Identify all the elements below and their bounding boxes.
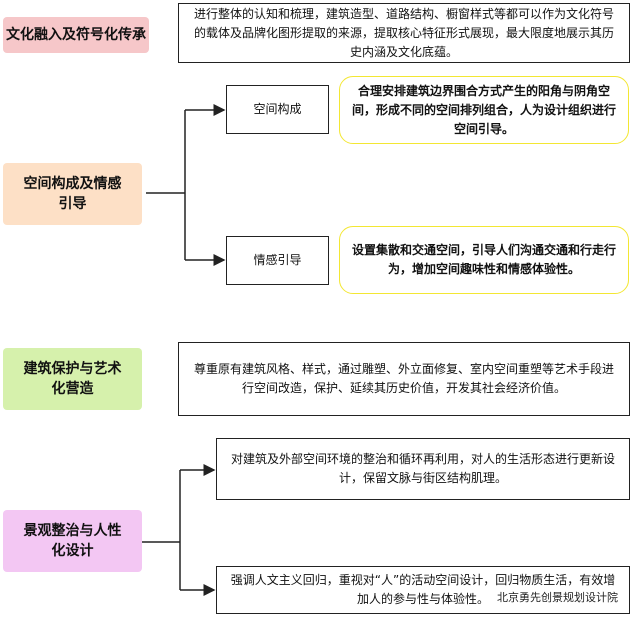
watermark-text: 北京勇先创景规划设计院: [497, 589, 629, 605]
culture-title: 文化融入及符号化传承: [3, 17, 149, 53]
culture-desc: 进行整体的认知和梳理，建筑造型、道路结构、橱窗样式等都可以作为文化符号的载体及品…: [178, 3, 630, 63]
space-title: 空间构成及情感引导: [3, 163, 142, 225]
space-branch1-label: 空间构成: [226, 85, 329, 134]
landscape-desc2: 强调人文主义回归，重视对“人”的活动空间设计，回归物质生活，有效增加人的参与性与…: [216, 566, 630, 614]
landscape-title: 景观整治与人性化设计: [3, 510, 142, 572]
protect-desc: 尊重原有建筑风格、样式，通过雕塑、外立面修复、室内空间重塑等艺术手段进行空间改造…: [178, 342, 630, 416]
landscape-desc1: 对建筑及外部空间环境的整治和循环再利用，对人的生活形态进行更新设计，保留文脉与街…: [216, 438, 630, 500]
space-branch1-desc: 合理安排建筑边界围合方式产生的阳角与阴角空间，形成不同的空间排列组合，人为设计组…: [339, 76, 629, 144]
protect-title: 建筑保护与艺术化营造: [3, 348, 142, 410]
space-branch2-label: 情感引导: [226, 236, 329, 285]
space-branch2-desc: 设置集散和交通空间，引导人们沟通交通和行走行为，增加空间趣味性和情感体验性。: [339, 226, 629, 294]
